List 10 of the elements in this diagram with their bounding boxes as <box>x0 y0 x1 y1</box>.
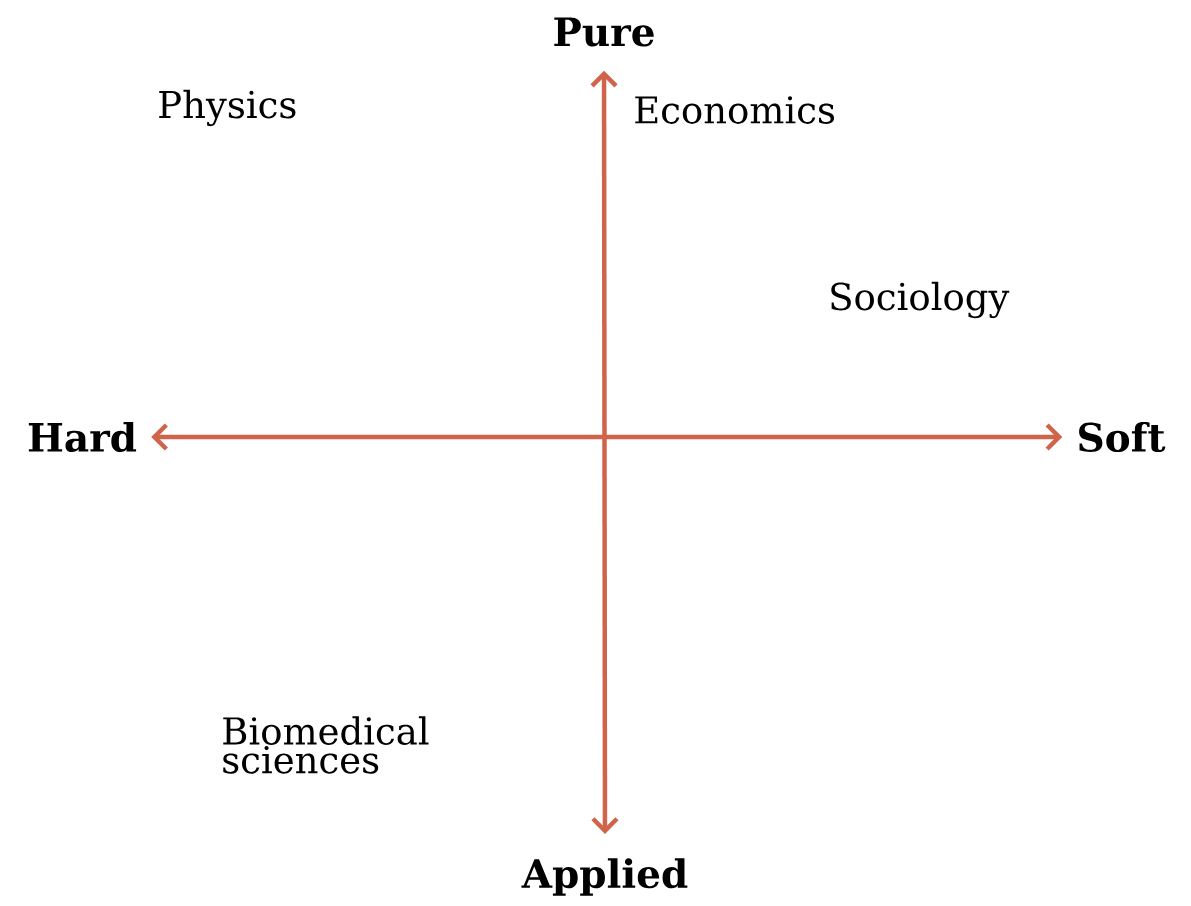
quadrant-label: Sociology <box>831 281 1010 319</box>
quadrant-label: Physics <box>159 89 296 127</box>
axis-label: Hard <box>28 421 137 453</box>
quadrant-label: Biomedical sciences <box>223 716 429 774</box>
axis-label: Applied <box>521 858 688 896</box>
axis-arrow <box>151 423 1063 451</box>
axis-label: Pure <box>554 17 654 47</box>
axis-arrow <box>590 70 619 834</box>
axis-label: Soft <box>1079 421 1166 453</box>
quadrant-label: Economics <box>635 96 835 124</box>
